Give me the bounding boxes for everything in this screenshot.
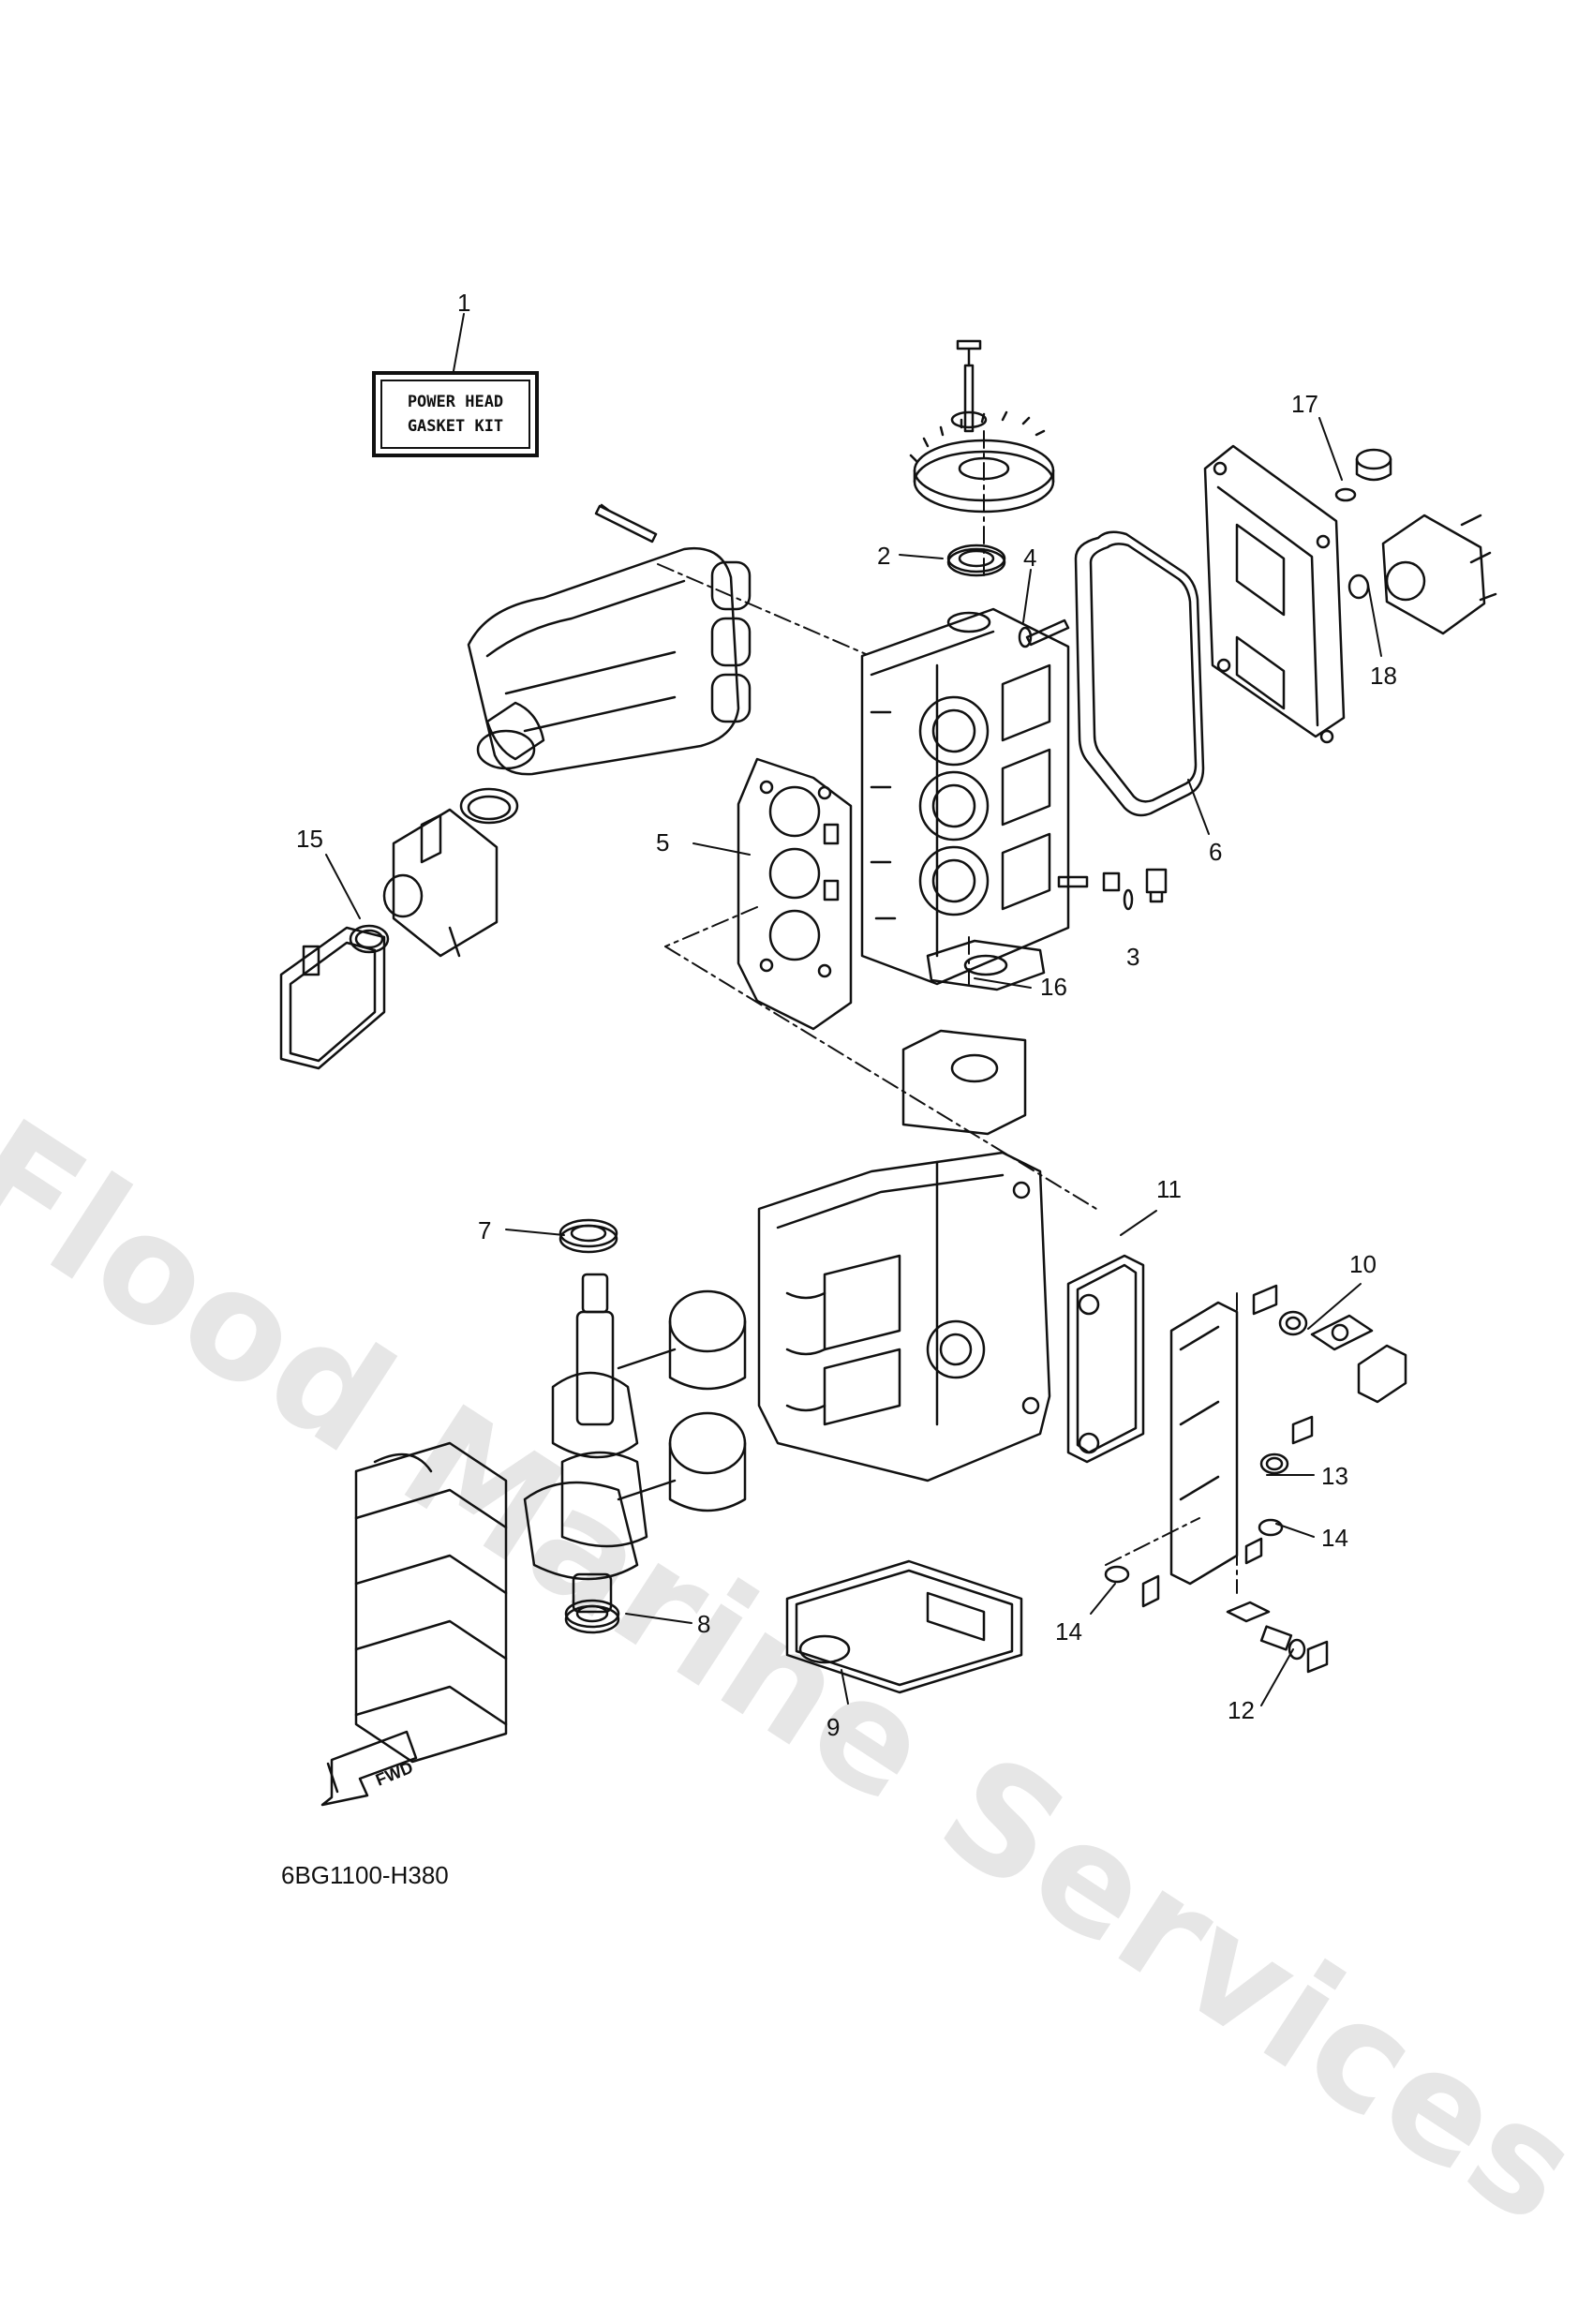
leader-lines [325, 313, 1382, 1706]
head-gasket-5 [737, 757, 853, 1031]
callout-16: 16 [1040, 973, 1067, 1001]
thermostat-housing [901, 1029, 1027, 1136]
callout-1: 1 [457, 289, 471, 317]
callout-13: 13 [1321, 1462, 1348, 1490]
plug-13 [1259, 1415, 1314, 1475]
silencer-cover [279, 926, 386, 1070]
oil-seal-2 [946, 544, 1006, 577]
screw-4 [1018, 618, 1070, 648]
oil-seal-7 [558, 1218, 618, 1254]
callout-14-left: 14 [1055, 1617, 1082, 1646]
callout-8: 8 [697, 1610, 711, 1638]
callout-3: 3 [1126, 943, 1140, 971]
callout-7: 7 [478, 1216, 492, 1244]
callout-17: 17 [1291, 390, 1318, 418]
exhaust-cover [354, 1441, 508, 1764]
o-ring-14-left [1104, 1565, 1160, 1608]
timing-pulley-assembly [909, 339, 1055, 514]
callout-6: 6 [1209, 838, 1223, 866]
crankshaft-pistons [523, 1273, 747, 1614]
o-ring-15 [349, 924, 390, 954]
intake-o-ring [459, 787, 519, 825]
head-cover-gasket-6 [1074, 530, 1205, 817]
diagram-code: 6BG1100-H380 [281, 1861, 449, 1889]
gasket-9 [785, 1559, 1023, 1694]
callout-15: 15 [296, 825, 323, 853]
gasket-11 [1066, 1254, 1145, 1464]
gasket-16 [926, 939, 1046, 991]
o-ring-14-right [1244, 1518, 1284, 1565]
cylinder-head [860, 607, 1070, 986]
thermostat-10 [1252, 1284, 1407, 1404]
callout-9: 9 [826, 1713, 841, 1741]
exhaust-inner-plate [1169, 1301, 1239, 1586]
callout-4: 4 [1023, 544, 1037, 572]
gasket-kit-label: POWER HEAD GASKET KIT [380, 380, 530, 449]
crankcase [757, 1151, 1051, 1482]
cap-17 [1334, 448, 1392, 502]
callout-2: 2 [877, 542, 891, 570]
callout-12: 12 [1228, 1696, 1255, 1724]
kit-label-line2: GASKET KIT [407, 417, 504, 436]
head-cover [1203, 444, 1346, 744]
oil-seal-8 [564, 1599, 620, 1634]
callout-11: 11 [1156, 1175, 1182, 1203]
drain-plug-3 [1057, 868, 1168, 911]
fwd-label: FWD [373, 1758, 415, 1790]
callout-14-right: 14 [1321, 1524, 1348, 1552]
throttle-body [382, 808, 499, 958]
fuel-pump-18 [1347, 514, 1497, 635]
callout-10: 10 [1349, 1250, 1377, 1278]
sensor-12 [1226, 1601, 1329, 1674]
intake-manifold [467, 503, 752, 776]
fwd-arrow [320, 1730, 418, 1807]
callout-5: 5 [656, 828, 670, 857]
callout-18: 18 [1370, 662, 1397, 690]
gasket-kit-label-box: POWER HEAD GASKET KIT [372, 371, 539, 457]
kit-label-line1: POWER HEAD [407, 393, 504, 411]
